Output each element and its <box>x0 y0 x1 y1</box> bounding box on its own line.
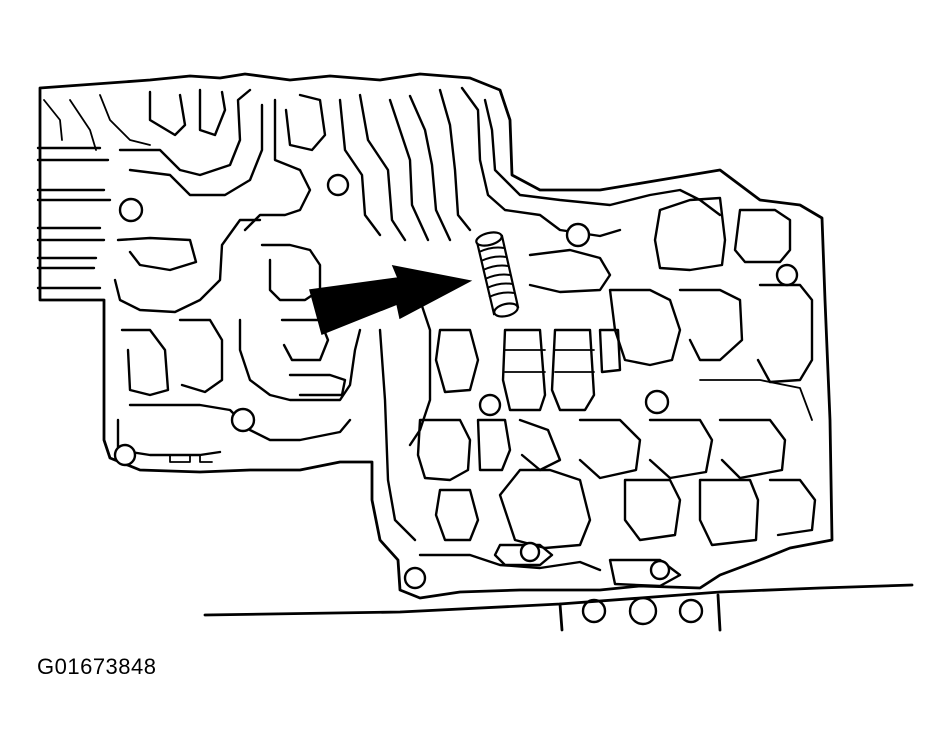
coil-spring-icon <box>475 231 520 318</box>
bolt-holes <box>113 173 799 626</box>
left-bores <box>36 94 151 290</box>
right-upper-passages <box>528 196 814 421</box>
plate-outline <box>38 72 834 600</box>
pointer-arrow-icon <box>309 264 473 336</box>
left-middle-passages <box>113 218 362 463</box>
upper-left-passages <box>118 88 407 242</box>
lower-passages <box>416 418 817 588</box>
figure-code-label: G01673848 <box>37 654 157 679</box>
lower-plate <box>203 583 914 632</box>
center-channels <box>388 86 722 242</box>
